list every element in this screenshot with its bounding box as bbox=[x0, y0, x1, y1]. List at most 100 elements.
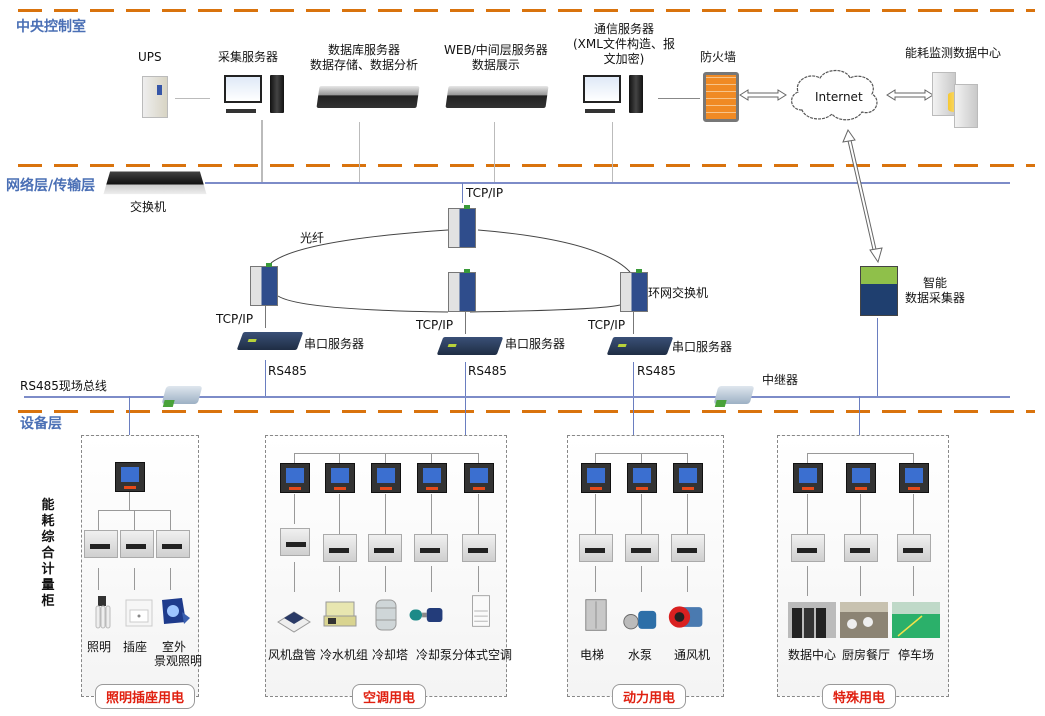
din-meter-icon bbox=[791, 534, 825, 562]
bidirectional-arrow-icon bbox=[739, 89, 787, 101]
db-server-label-line2: 数据存储、数据分析 bbox=[310, 58, 419, 72]
connector bbox=[261, 120, 263, 182]
connector bbox=[913, 494, 914, 534]
connector bbox=[877, 318, 878, 396]
din-meter-icon bbox=[84, 530, 118, 558]
cabinet-label-char: 能 bbox=[41, 498, 55, 513]
floodlight-icon bbox=[162, 598, 190, 624]
ring-switch-icon bbox=[448, 269, 476, 312]
ring-switch-label: 环网交换机 bbox=[648, 286, 709, 300]
tcpip-label: TCP/IP bbox=[216, 312, 254, 326]
serial-server-label: 串口服务器 bbox=[672, 340, 733, 354]
load-label: 冷水机组 bbox=[320, 648, 369, 662]
group-lighting-socket: 照明 插座 室外 景观照明 bbox=[81, 435, 203, 697]
web-server-label: WEB/中间层服务器 数据展示 bbox=[444, 43, 548, 73]
connector bbox=[807, 453, 913, 454]
comm-server-label-line3: 文加密) bbox=[603, 52, 645, 66]
connector bbox=[175, 98, 210, 99]
load-label-line2: 景观照明 bbox=[154, 654, 203, 668]
connector bbox=[612, 122, 613, 182]
category-badge: 照明插座用电 bbox=[95, 684, 196, 709]
layer-separator bbox=[18, 9, 1035, 12]
connector bbox=[265, 360, 266, 396]
connector bbox=[170, 568, 171, 590]
rs485-label: RS485 bbox=[637, 364, 676, 378]
web-server-label-line2: 数据展示 bbox=[471, 58, 520, 72]
ups-label: UPS bbox=[138, 50, 162, 64]
chiller-icon bbox=[323, 601, 357, 627]
load-label-line1: 室外 bbox=[161, 640, 186, 654]
socket-icon bbox=[125, 599, 153, 627]
pc-icon bbox=[583, 75, 653, 120]
repeater-icon bbox=[161, 386, 203, 404]
connector bbox=[494, 122, 495, 182]
fiber-label: 光纤 bbox=[300, 231, 325, 245]
connector bbox=[359, 122, 360, 182]
connector bbox=[465, 362, 466, 436]
connector bbox=[294, 494, 295, 524]
connector bbox=[860, 566, 861, 596]
ring-switch-icon bbox=[250, 263, 278, 306]
multifunction-meter-icon bbox=[325, 463, 355, 493]
load-label: 停车场 bbox=[898, 648, 935, 662]
data-center-room-icon bbox=[788, 602, 836, 638]
water-pump-icon bbox=[623, 610, 657, 630]
tcpip-label-top: TCP/IP bbox=[466, 186, 504, 200]
load-label: 水泵 bbox=[628, 648, 653, 662]
connector bbox=[339, 566, 340, 592]
connector bbox=[687, 494, 688, 534]
layer-title-device: 设备层 bbox=[20, 416, 62, 432]
category-badge: 空调用电 bbox=[352, 684, 427, 709]
cabinet-label: 能 耗 综 合 计 量 柜 bbox=[40, 498, 56, 610]
tcpip-label: TCP/IP bbox=[588, 318, 626, 332]
cooling-tower-icon bbox=[375, 599, 397, 631]
internet-label: Internet bbox=[815, 90, 863, 104]
din-meter-icon bbox=[671, 534, 705, 562]
firewall-icon bbox=[703, 72, 739, 122]
multifunction-meter-icon bbox=[115, 462, 145, 492]
multifunction-meter-icon bbox=[793, 463, 823, 493]
connector bbox=[478, 566, 479, 592]
connector bbox=[478, 453, 479, 463]
connector bbox=[860, 494, 861, 534]
din-meter-icon bbox=[625, 534, 659, 562]
connector bbox=[134, 510, 135, 530]
rs485-bus-label: RS485现场总线 bbox=[20, 379, 107, 393]
connector bbox=[98, 510, 99, 530]
connector bbox=[129, 396, 130, 436]
connector bbox=[385, 566, 386, 592]
connector bbox=[807, 453, 808, 463]
connector bbox=[595, 453, 596, 463]
load-label: 冷却塔 bbox=[372, 648, 409, 662]
connector bbox=[913, 453, 914, 463]
multifunction-meter-icon bbox=[464, 463, 494, 493]
collector-label-line1: 智能 bbox=[923, 276, 948, 290]
multifunction-meter-icon bbox=[417, 463, 447, 493]
group-special: 数据中心 厨房餐厅 停车场 bbox=[777, 435, 949, 697]
connector bbox=[641, 494, 642, 534]
connector bbox=[641, 453, 642, 463]
ring-switch-icon bbox=[620, 269, 648, 312]
fan-coil-icon bbox=[277, 611, 311, 633]
multifunction-meter-icon bbox=[846, 463, 876, 493]
din-meter-icon bbox=[844, 534, 878, 562]
connector bbox=[462, 183, 463, 203]
connector bbox=[478, 494, 479, 534]
din-meter-icon bbox=[120, 530, 154, 558]
group-hvac: 风机盘管 冷水机组 冷却塔 冷却泵 分体式空调 bbox=[265, 435, 512, 697]
layer-title-central: 中央控制室 bbox=[16, 19, 86, 35]
rs485-label: RS485 bbox=[468, 364, 507, 378]
load-label: 厨房餐厅 bbox=[842, 648, 891, 662]
internet-cloud-icon bbox=[791, 69, 878, 121]
load-label: 电梯 bbox=[580, 648, 605, 662]
repeater-label: 中继器 bbox=[762, 373, 799, 387]
din-meter-icon bbox=[368, 534, 402, 562]
connector bbox=[339, 453, 340, 463]
connector bbox=[431, 453, 432, 463]
connector bbox=[294, 562, 295, 592]
kitchen-icon bbox=[840, 602, 888, 638]
din-meter-icon bbox=[579, 534, 613, 562]
multifunction-meter-icon bbox=[371, 463, 401, 493]
connector bbox=[807, 494, 808, 534]
